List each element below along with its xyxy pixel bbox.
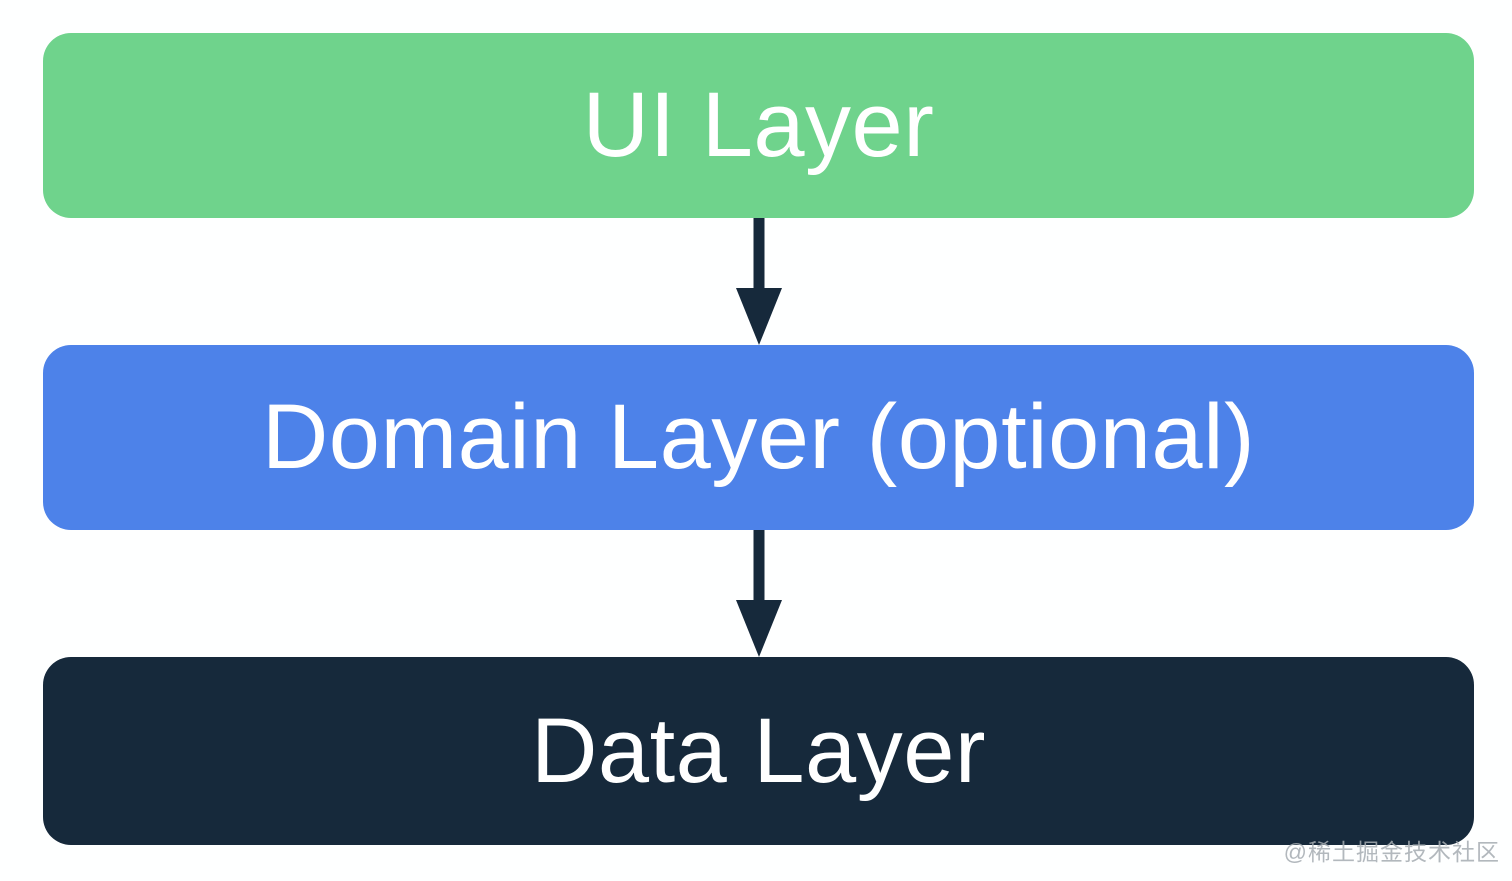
watermark: @稀土掘金技术社区 [1283,839,1500,865]
data-layer-box: Data Layer [43,657,1474,845]
domain-layer-box: Domain Layer (optional) [43,345,1474,530]
ui-layer-label: UI Layer [582,74,935,176]
domain-layer-label: Domain Layer (optional) [261,386,1256,488]
data-layer-label: Data Layer [530,699,987,802]
arrow-down-icon [736,530,782,657]
arrow-down-icon [736,218,782,345]
ui-layer-box: UI Layer [43,33,1474,218]
